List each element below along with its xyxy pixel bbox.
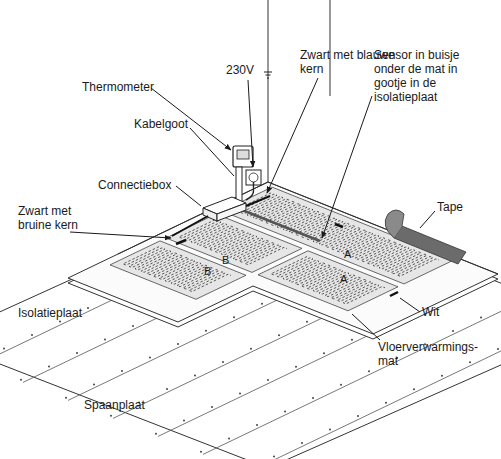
nail bbox=[132, 325, 134, 327]
nail bbox=[250, 348, 252, 350]
nail bbox=[301, 442, 303, 444]
nail bbox=[284, 411, 286, 413]
nail bbox=[194, 375, 196, 377]
nail bbox=[497, 348, 499, 350]
nail bbox=[3, 347, 5, 349]
nail bbox=[239, 393, 241, 395]
part-label: Isolatieplaat bbox=[18, 306, 82, 320]
nail bbox=[166, 388, 168, 390]
nail bbox=[413, 388, 415, 390]
heating-coil bbox=[123, 247, 231, 292]
nail bbox=[357, 415, 359, 417]
nail bbox=[76, 352, 78, 354]
connector-letter: B bbox=[222, 254, 229, 266]
thermostat-display bbox=[237, 150, 249, 159]
heating-coil bbox=[271, 257, 385, 304]
nail bbox=[306, 321, 308, 323]
nail bbox=[20, 379, 22, 381]
nail bbox=[93, 383, 95, 385]
cable-end bbox=[335, 224, 343, 227]
tape-curl bbox=[385, 210, 404, 238]
connector-letter: A bbox=[340, 273, 347, 285]
part-label: Vloerverwarmings- mat bbox=[378, 340, 494, 368]
nail bbox=[340, 384, 342, 386]
nail bbox=[65, 397, 67, 399]
nail bbox=[205, 330, 207, 332]
nail bbox=[267, 379, 269, 381]
connector-letter: B bbox=[204, 265, 211, 277]
nail bbox=[385, 402, 387, 404]
power-cord bbox=[246, 182, 254, 200]
part-label: Zwart met bruine kern bbox=[18, 204, 100, 232]
nail bbox=[87, 307, 89, 309]
nail bbox=[155, 433, 157, 435]
nail bbox=[312, 397, 314, 399]
part-label: Thermometer bbox=[82, 80, 154, 94]
part-label: Spaanplaat bbox=[84, 398, 145, 412]
nail bbox=[256, 424, 258, 426]
ground-symbol bbox=[264, 72, 272, 78]
wire-brown-core bbox=[172, 216, 208, 236]
nail bbox=[222, 361, 224, 363]
nail bbox=[295, 366, 297, 368]
nail bbox=[469, 361, 471, 363]
junction-box-side bbox=[203, 208, 217, 221]
chipboard bbox=[0, 190, 501, 459]
nail bbox=[104, 339, 106, 341]
nail bbox=[211, 406, 213, 408]
nail bbox=[351, 339, 353, 341]
chipboard-seams bbox=[0, 206, 501, 459]
nail bbox=[261, 303, 263, 305]
heating-mats bbox=[110, 187, 454, 311]
nail bbox=[200, 451, 202, 453]
tape-strip bbox=[394, 226, 466, 264]
cable-end bbox=[390, 292, 398, 296]
nail bbox=[323, 352, 325, 354]
wall-corner bbox=[268, 0, 269, 182]
nail bbox=[59, 321, 61, 323]
nail bbox=[228, 437, 230, 439]
nail bbox=[149, 357, 151, 359]
nail bbox=[177, 343, 179, 345]
part-label: 230V bbox=[226, 63, 254, 77]
nail bbox=[480, 316, 482, 318]
nail bbox=[368, 370, 370, 372]
cable-end bbox=[176, 240, 186, 244]
nail bbox=[233, 316, 235, 318]
nail bbox=[48, 365, 50, 367]
nail bbox=[452, 330, 454, 332]
nail bbox=[329, 429, 331, 431]
part-label: Connectiebox bbox=[98, 178, 171, 192]
wire-blue-core bbox=[246, 196, 270, 206]
leader-lines bbox=[70, 78, 435, 340]
insulation-edge bbox=[68, 187, 498, 339]
nail bbox=[278, 334, 280, 336]
part-label: Tape bbox=[437, 200, 463, 214]
heating-mat bbox=[110, 241, 246, 299]
nail bbox=[110, 415, 112, 417]
nail bbox=[273, 455, 275, 457]
nail bbox=[183, 419, 185, 421]
insulation-board bbox=[68, 182, 498, 334]
sensor-tube bbox=[242, 210, 320, 241]
nail bbox=[31, 334, 33, 336]
junction-box-front bbox=[217, 203, 246, 221]
part-label: Kabelgoot bbox=[134, 117, 188, 131]
part-label: Sensor in buisje onder de mat in gootje … bbox=[374, 48, 470, 104]
connector-letter: A bbox=[344, 248, 351, 260]
thermostat bbox=[233, 146, 253, 167]
socket-face bbox=[249, 173, 258, 182]
nail bbox=[441, 375, 443, 377]
nail bbox=[121, 370, 123, 372]
part-label: Wit bbox=[422, 305, 439, 319]
